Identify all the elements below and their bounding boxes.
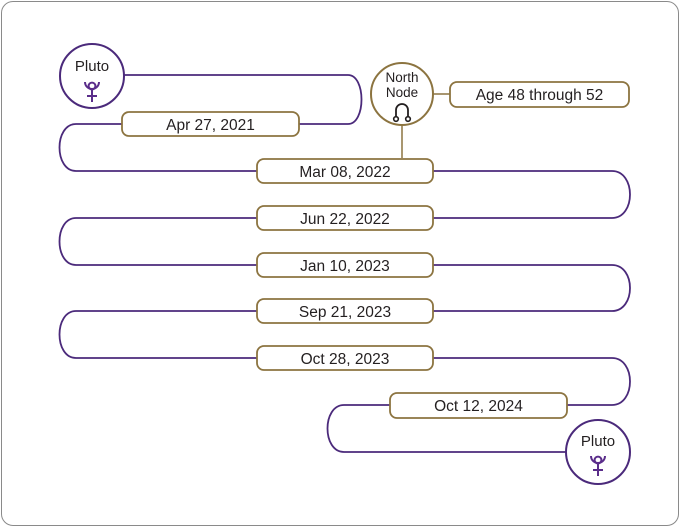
pluto-glyph-icon xyxy=(590,455,606,476)
north-node-line2: Node xyxy=(386,85,418,100)
date-label-1: Apr 27, 2021 xyxy=(166,117,255,134)
date-label-6: Oct 28, 2023 xyxy=(301,351,390,368)
date-pill-1: Apr 27, 2021 xyxy=(121,111,300,137)
date-label-7: Oct 12, 2024 xyxy=(434,398,523,415)
date-label-4: Jan 10, 2023 xyxy=(300,258,390,275)
pluto-end-node: Pluto xyxy=(565,419,631,485)
date-label-3: Jun 22, 2022 xyxy=(300,211,390,228)
date-label-2: Mar 08, 2022 xyxy=(299,164,390,181)
age-range-pill: Age 48 through 52 xyxy=(449,81,630,108)
pluto-start-node: Pluto xyxy=(59,43,125,109)
date-pill-5: Sep 21, 2023 xyxy=(256,298,434,324)
north-node-glyph-icon xyxy=(392,103,412,123)
pluto-end-label: Pluto xyxy=(581,433,615,450)
date-label-5: Sep 21, 2023 xyxy=(299,304,391,321)
pluto-start-label: Pluto xyxy=(75,58,109,75)
north-node-line1: North xyxy=(385,70,418,85)
pluto-glyph-icon xyxy=(84,81,100,102)
date-pill-6: Oct 28, 2023 xyxy=(256,345,434,371)
north-node: North Node xyxy=(370,62,434,126)
date-pill-4: Jan 10, 2023 xyxy=(256,252,434,278)
age-range-label: Age 48 through 52 xyxy=(476,87,604,104)
date-pill-3: Jun 22, 2022 xyxy=(256,205,434,231)
date-pill-2: Mar 08, 2022 xyxy=(256,158,434,184)
date-pill-7: Oct 12, 2024 xyxy=(389,392,568,419)
